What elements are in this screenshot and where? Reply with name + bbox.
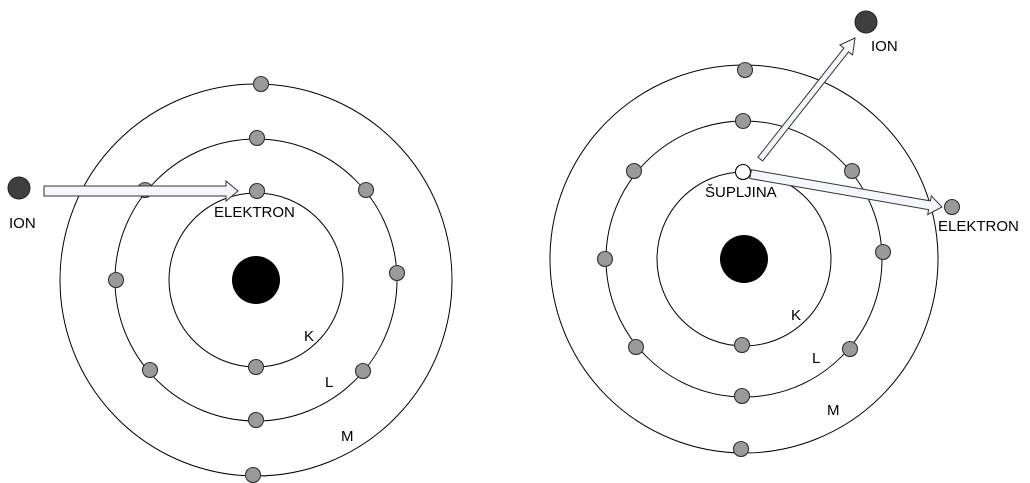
right-shell-l-label: L [812,350,820,367]
right-outgoing-ion-arrow [758,38,855,161]
right-shell-k-label: K [791,307,801,324]
left-electron-m-bottom [246,468,261,483]
right-electron-l-upper-left [627,164,642,179]
right-atom: ION ŠUPLJINA ELEKTRON K L M [550,11,1019,457]
right-electron-l-upper-right [845,164,860,179]
right-shell-m-label: M [827,402,840,419]
right-electron-l-lower-right [843,342,858,357]
left-electron-l-left [109,273,124,288]
right-electron-l-lower-left [629,340,644,355]
right-electron-l-bottom [735,389,750,404]
left-nucleus [232,256,280,304]
right-ion [855,11,877,33]
right-nucleus [720,235,768,283]
left-electron-l-bottom [249,413,264,428]
left-electron-l-upper-right [359,183,374,198]
left-shell-m-label: M [341,428,354,445]
left-electron-l-right [390,266,405,281]
right-ejected-electron [945,200,960,215]
right-k-shell-hole [736,165,751,180]
right-electron-k-bottom [735,338,750,353]
left-shell-k-label: K [304,328,314,345]
right-hole-label: ŠUPLJINA [705,184,777,201]
left-electron-l-lower-left [143,363,158,378]
left-electron-l-lower-right [356,364,371,379]
right-electron-l-left [598,252,613,267]
right-electron-m-top [738,63,753,78]
right-ion-label: ION [871,38,898,55]
left-electron-l-top [250,131,265,146]
right-electron-label: ELEKTRON [938,218,1019,235]
right-electron-l-top [736,114,751,129]
left-electron-label: ELEKTRON [214,204,295,221]
left-ion [8,177,30,199]
left-electron-m-top [254,77,269,92]
right-ejected-electron-arrow [750,170,942,215]
left-electron-k-bottom [249,360,264,375]
right-electron-m-bottom [734,442,749,457]
left-atom: ION ELEKTRON K L M [8,77,452,483]
right-electron-l-right [876,245,891,260]
left-ion-label: ION [9,215,36,232]
left-shell-l-label: L [325,374,333,391]
left-electron-k-top [250,184,265,199]
